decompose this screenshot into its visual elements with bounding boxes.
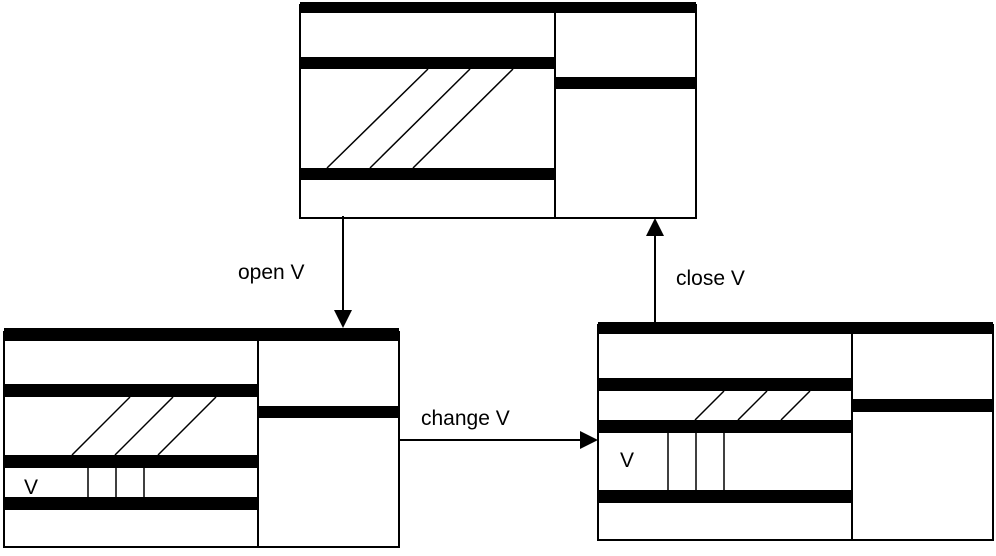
- arrow-change: [399, 431, 598, 449]
- rail-upper: [598, 378, 852, 391]
- label-change: change V: [421, 407, 510, 430]
- rail-middle: [4, 455, 258, 468]
- right-rail: [555, 77, 696, 89]
- rail-lower: [598, 490, 852, 503]
- top-bar: [598, 322, 993, 334]
- label-close: close V: [676, 267, 745, 290]
- state-box-right: V: [597, 322, 994, 541]
- state-box-top: [299, 2, 697, 219]
- valve-segments: [667, 433, 725, 490]
- rail-upper: [300, 57, 555, 69]
- hatching: [694, 390, 811, 421]
- valve-label-left: V: [24, 476, 38, 499]
- rail-upper: [4, 384, 258, 397]
- arrowhead-up: [646, 218, 664, 236]
- hatching: [71, 396, 217, 456]
- top-bar: [4, 328, 399, 341]
- arrowhead-down: [334, 310, 352, 328]
- valve-segments: [87, 468, 145, 497]
- arrow-open: [334, 216, 352, 328]
- rail-lower: [4, 497, 258, 510]
- valve-label-right: V: [620, 449, 634, 472]
- arrowhead-right: [580, 431, 598, 449]
- right-rail: [258, 406, 399, 418]
- rail-lower: [300, 168, 555, 180]
- right-rail: [852, 399, 993, 412]
- state-box-left: V: [3, 328, 400, 548]
- rail-middle: [598, 420, 852, 433]
- label-open: open V: [238, 261, 305, 284]
- top-bar: [300, 2, 696, 13]
- hatching: [326, 68, 514, 169]
- arrow-close: [646, 218, 664, 322]
